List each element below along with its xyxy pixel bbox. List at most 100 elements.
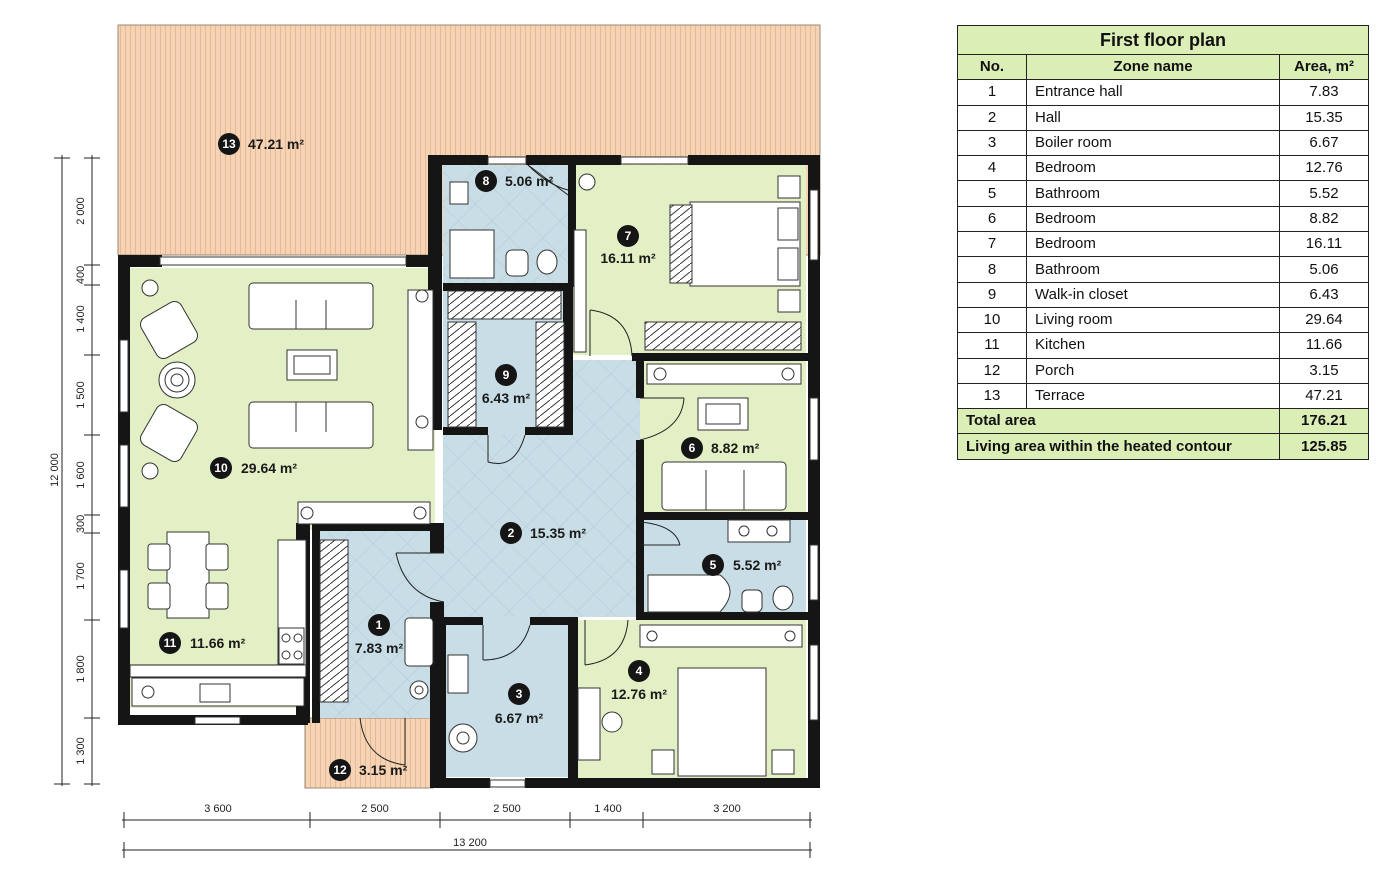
- zone-number: 11: [957, 332, 1027, 359]
- col-header-area: Area, m²: [1279, 53, 1369, 81]
- dim-bottom-4: 1 400: [594, 803, 622, 815]
- zone-area: 8.82: [1279, 205, 1369, 233]
- hall-floor: [443, 360, 640, 617]
- room-label-11: 11 11.66 m²: [159, 632, 246, 654]
- room-number-7-marker: [617, 225, 639, 247]
- zone-area: 12.76: [1279, 155, 1369, 182]
- room-number-3-marker: [508, 683, 530, 705]
- room-number-8-marker: [475, 170, 497, 192]
- room-number-3: 3: [516, 687, 523, 701]
- zone-name: Kitchen: [1026, 332, 1280, 359]
- room-number-12: 12: [333, 763, 347, 777]
- zone-area: 5.06: [1279, 256, 1369, 283]
- col-header-zone: Zone name: [1026, 53, 1280, 81]
- room-area-7: 16.11 m²: [600, 250, 656, 266]
- dim-bottom-5: 3 200: [713, 803, 741, 815]
- room-label-2: 2 15.35 m²: [500, 522, 586, 544]
- zone-name: Boiler room: [1026, 129, 1280, 157]
- zone-name: Porch: [1026, 357, 1280, 384]
- room-number-2: 2: [508, 526, 515, 540]
- zone-area: 5.52: [1279, 180, 1369, 207]
- floor-plan: 13 47.21 m² 8 5.06 m² 7 16.11 m² 9 6.43 …: [49, 24, 821, 858]
- dim-total-width: 13 200: [453, 837, 487, 849]
- dim-left-6: 300: [75, 515, 87, 533]
- room-area-3: 6.67 m²: [495, 710, 544, 726]
- dim-left-5: 1 600: [75, 461, 87, 489]
- zone-name: Entrance hall: [1026, 79, 1280, 106]
- room-area-5: 5.52 m²: [733, 557, 782, 573]
- room-number-6: 6: [689, 441, 696, 455]
- room-label-8: 8 5.06 m²: [475, 170, 554, 192]
- zone-name: Terrace: [1026, 382, 1280, 410]
- room-number-10: 10: [214, 461, 228, 475]
- dim-bottom-3: 2 500: [493, 803, 521, 815]
- room-label-12: 12 3.15 m²: [329, 759, 408, 781]
- room-area-12: 3.15 m²: [359, 762, 408, 778]
- zone-area: 3.15: [1279, 357, 1369, 384]
- room-number-4: 4: [636, 664, 643, 678]
- living-area-row: Living area within the heated contour 12…: [957, 433, 1369, 460]
- table-title: First floor plan: [957, 25, 1369, 55]
- room-number-5: 5: [710, 558, 717, 572]
- room-label-5: 5 5.52 m²: [702, 554, 782, 576]
- room-number-9: 9: [503, 368, 510, 382]
- zone-number: 3: [957, 129, 1027, 157]
- room-area-4: 12.76 m²: [611, 686, 667, 702]
- dim-left-7: 1 700: [75, 562, 87, 590]
- dim-bottom-2: 2 500: [361, 803, 389, 815]
- room-label-9: 9 6.43 m²: [482, 364, 530, 406]
- room-area-6: 8.82 m²: [711, 440, 760, 456]
- zone-number: 4: [957, 155, 1027, 182]
- zone-area: 6.67: [1279, 129, 1369, 157]
- total-area-label: Total area: [957, 408, 1280, 435]
- living-area-value: 125.85: [1279, 433, 1369, 460]
- col-header-no: No.: [957, 53, 1027, 81]
- room-number-13-marker: [218, 133, 240, 155]
- doors: [359, 164, 685, 766]
- room-number-5-marker: [702, 554, 724, 576]
- dim-left-1: 2 000: [75, 197, 87, 225]
- zone-number: 7: [957, 231, 1027, 258]
- room-label-4: 4 12.76 m²: [611, 660, 667, 702]
- floor-area-table: First floor plan No. Zone name Area, m² …: [957, 25, 1369, 460]
- room-area-10: 29.64 m²: [241, 460, 297, 476]
- room-area-11: 11.66 m²: [190, 635, 246, 651]
- room-label-1: 1 7.83 m²: [355, 614, 404, 656]
- dim-left-3: 1 400: [75, 305, 87, 333]
- room-label-13: 13 47.21 m²: [218, 133, 304, 155]
- zone-area: 7.83: [1279, 79, 1369, 106]
- total-area-row: Total area 176.21: [957, 408, 1369, 435]
- zone-area: 11.66: [1279, 332, 1369, 359]
- dimensions-bottom: [122, 812, 812, 858]
- room-area-1: 7.83 m²: [355, 640, 404, 656]
- room-number-7: 7: [625, 229, 632, 243]
- furniture: [131, 173, 803, 777]
- zone-name: Bedroom: [1026, 155, 1280, 182]
- porch-area: [304, 717, 434, 789]
- room-area-2: 15.35 m²: [530, 525, 586, 541]
- windows: [119, 156, 819, 788]
- zone-name: Bedroom: [1026, 205, 1280, 233]
- zone-number: 8: [957, 256, 1027, 283]
- zone-name: Bedroom: [1026, 231, 1280, 258]
- dimensions-left: [54, 155, 100, 786]
- zone-number: 5: [957, 180, 1027, 207]
- zone-area: 16.11: [1279, 231, 1369, 258]
- dim-left-8: 1 800: [75, 655, 87, 683]
- room-number-8: 8: [483, 174, 490, 188]
- room-number-6-marker: [681, 437, 703, 459]
- room-number-4-marker: [628, 660, 650, 682]
- zone-number: 13: [957, 382, 1027, 410]
- room-number-11-marker: [159, 632, 181, 654]
